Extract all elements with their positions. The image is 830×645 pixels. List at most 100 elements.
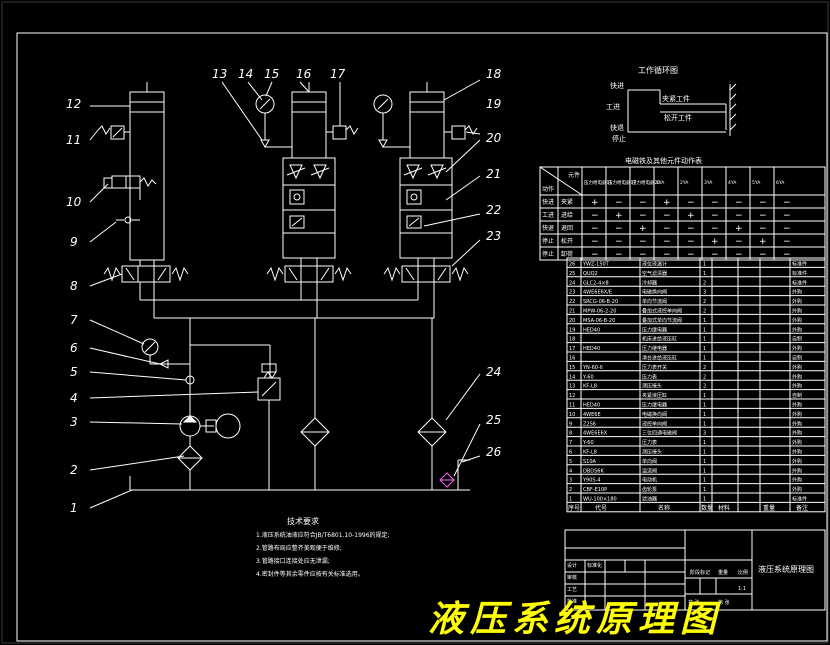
parts-list-code: Z2S6 xyxy=(583,421,596,427)
parts-list-header-cell: 数量 xyxy=(701,504,713,512)
tech-req-item-4: 4.密封件等其余零件应按有关标准选用。 xyxy=(256,570,364,578)
action-table-cell: − xyxy=(591,211,599,221)
parts-list-frame xyxy=(566,257,826,513)
cycle-label-release: 松开工件 xyxy=(664,113,692,122)
parts-list-qty: 3 xyxy=(703,290,706,296)
parts-list-code: MPW-06-2-20 xyxy=(583,309,616,315)
parts-list-rem: 外购 xyxy=(792,420,802,427)
action-table-cell: − xyxy=(711,198,719,208)
action-table-cell: − xyxy=(687,198,695,208)
parts-list-qty: 2 xyxy=(703,365,706,371)
part-label-25: 25 xyxy=(486,413,501,427)
action-table-cell: − xyxy=(663,250,671,260)
work-cycle-labels: 工作循环图 快进 工进 快退 停止 夹紧工件 松开工件 xyxy=(606,65,692,143)
technical-requirements: 技术要求 1.液压系统油液应符合JB/T6801.10-1996的规定; 2.管… xyxy=(256,516,390,578)
title-block-text: 液压系统原理图 设计 标准化 审核 工艺 批准 阶段标记 重量 比例 1:1 共… xyxy=(567,562,814,606)
parts-list-name: 夹紧液压缸 xyxy=(642,392,667,399)
action-table-step: 快进 xyxy=(542,198,554,206)
action-table-action: 夹紧 xyxy=(561,198,573,206)
parts-list-name: 液控单向阀 xyxy=(642,420,667,427)
parts-list-no: 16 xyxy=(569,356,575,362)
action-table-corner-top: 元件 xyxy=(568,171,580,179)
parts-list-name: 叠加式单向节流阀 xyxy=(642,317,682,324)
tb-process: 工艺 xyxy=(567,587,577,593)
parts-list-qty: 1 xyxy=(703,337,706,343)
action-table-header-cell: 5YA xyxy=(752,180,761,186)
part-label-9: 9 xyxy=(70,235,78,249)
tb-scale-value: 1:1 xyxy=(738,586,746,592)
parts-list-name: 三位四通电磁阀 xyxy=(642,430,677,437)
part-label-12: 12 xyxy=(66,97,81,111)
tech-req-title: 技术要求 xyxy=(287,516,319,526)
hydraulic-schematic xyxy=(89,79,481,509)
parts-list-no: 15 xyxy=(569,365,575,371)
part-label-24: 24 xyxy=(486,365,501,379)
parts-list-no: 18 xyxy=(569,337,575,343)
parts-list-rem: 外购 xyxy=(792,402,802,409)
parts-list-qty: 1 xyxy=(703,271,706,277)
parts-list-rem: 外购 xyxy=(792,458,802,465)
parts-list-rem: 标准件 xyxy=(792,279,807,286)
parts-list-name: 电磁换向阀 xyxy=(642,411,667,418)
parts-list-name: 液位液温计 xyxy=(642,261,667,268)
action-table-cell: − xyxy=(735,198,743,208)
parts-list-rem: 外购 xyxy=(792,289,802,296)
clamp-cylinder-body xyxy=(129,111,165,261)
action-table-cell: − xyxy=(759,211,767,221)
parts-list-code: GLC2-4×8 xyxy=(583,280,609,286)
parts-list-name: 单向节流阀 xyxy=(642,298,667,305)
action-table-corner-diagonal xyxy=(539,166,583,196)
action-table-cell: − xyxy=(783,250,791,260)
parts-list-name: 滤油器 xyxy=(642,496,657,503)
action-table-cell: + xyxy=(639,224,647,234)
parts-list-rem: 外购 xyxy=(792,326,802,333)
parts-list-rem: 标准件 xyxy=(792,496,807,503)
parts-list-rem: 外购 xyxy=(792,364,802,371)
action-table-cell: − xyxy=(663,224,671,234)
part-label-5: 5 xyxy=(70,365,78,379)
parts-list-rem: 外购 xyxy=(792,477,802,484)
parts-list-code: 4WE6E6X/E xyxy=(583,290,612,296)
parts-list-rem: 外购 xyxy=(792,430,802,437)
parts-list-no: 9 xyxy=(569,421,572,427)
action-table-cell: − xyxy=(711,211,719,221)
parts-list-header-cell: 备注 xyxy=(796,504,808,512)
parts-list-code: 4WE6E6X xyxy=(583,431,608,437)
parts-list-qty: 1 xyxy=(703,478,706,484)
cycle-label-clamp: 夹紧工件 xyxy=(662,94,690,103)
parts-list-rem: 自制 xyxy=(792,392,802,399)
parts-list-no: 5 xyxy=(569,459,572,465)
parts-list-no: 12 xyxy=(569,393,575,399)
title-block-drawing-title: 液压系统原理图 xyxy=(758,564,814,574)
action-table-cell: − xyxy=(735,211,743,221)
parts-list-no: 2 xyxy=(569,487,572,493)
parts-list-qty: 1 xyxy=(703,412,706,418)
action-table-cell: − xyxy=(759,250,767,260)
parts-list-rem: 外购 xyxy=(792,317,802,324)
parts-list-qty: 1 xyxy=(703,450,706,456)
parts-list-qty: 2 xyxy=(703,374,706,380)
action-table-cell: − xyxy=(783,198,791,208)
parts-list-no: 24 xyxy=(569,280,575,286)
parts-list-no: 11 xyxy=(569,403,575,409)
stack-valve-right xyxy=(399,157,453,259)
parts-list-rem: 标准件 xyxy=(792,270,807,277)
action-table-cell: − xyxy=(663,237,671,247)
action-table-action: 松开 xyxy=(561,237,573,245)
parts-list-qty: 1 xyxy=(703,346,706,352)
action-table-cell: − xyxy=(591,224,599,234)
action-table-frame xyxy=(539,166,826,261)
action-table-cell: − xyxy=(639,250,647,260)
part-label-23: 23 xyxy=(486,229,501,243)
parts-list-qty: 2 xyxy=(703,309,706,315)
action-table-cell: − xyxy=(783,224,791,234)
parts-list-rem: 外购 xyxy=(792,411,802,418)
parts-list-qty: 1 xyxy=(703,262,706,268)
parts-list-code: WU-100×180 xyxy=(583,497,617,503)
action-table-header-cell: 压力继电器17 xyxy=(608,179,636,186)
part-label-11: 11 xyxy=(66,133,81,147)
cycle-label-fast-return: 快退 xyxy=(610,123,624,132)
part-label-1: 1 xyxy=(70,501,78,515)
part-label-3: 3 xyxy=(70,415,78,429)
